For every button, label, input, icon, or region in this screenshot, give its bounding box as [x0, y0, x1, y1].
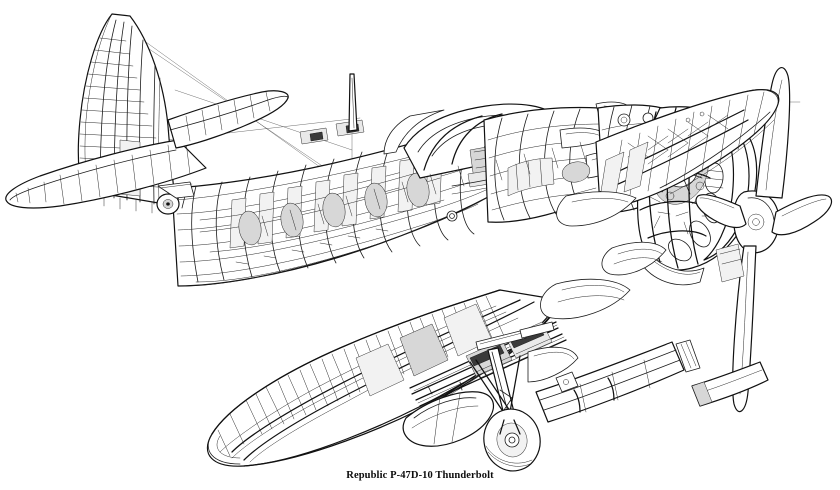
gun-barrels	[535, 339, 769, 423]
wing-fillet	[540, 278, 631, 320]
figure-caption: Republic P-47D-10 Thunderbolt	[346, 470, 494, 481]
main-landing-gear	[469, 321, 579, 472]
right-wing	[595, 89, 780, 208]
wing-root-fairing	[556, 191, 637, 227]
horizontal-stabilizer-right	[167, 90, 289, 149]
antenna-mast	[348, 73, 358, 132]
cowl-intakes	[601, 241, 667, 276]
drop-tank	[402, 381, 495, 447]
propeller	[695, 67, 833, 413]
left-wing	[206, 289, 561, 467]
tail-wheel	[156, 181, 195, 215]
detail-hatching	[235, 141, 587, 265]
horizontal-stabilizer-left	[5, 139, 207, 209]
